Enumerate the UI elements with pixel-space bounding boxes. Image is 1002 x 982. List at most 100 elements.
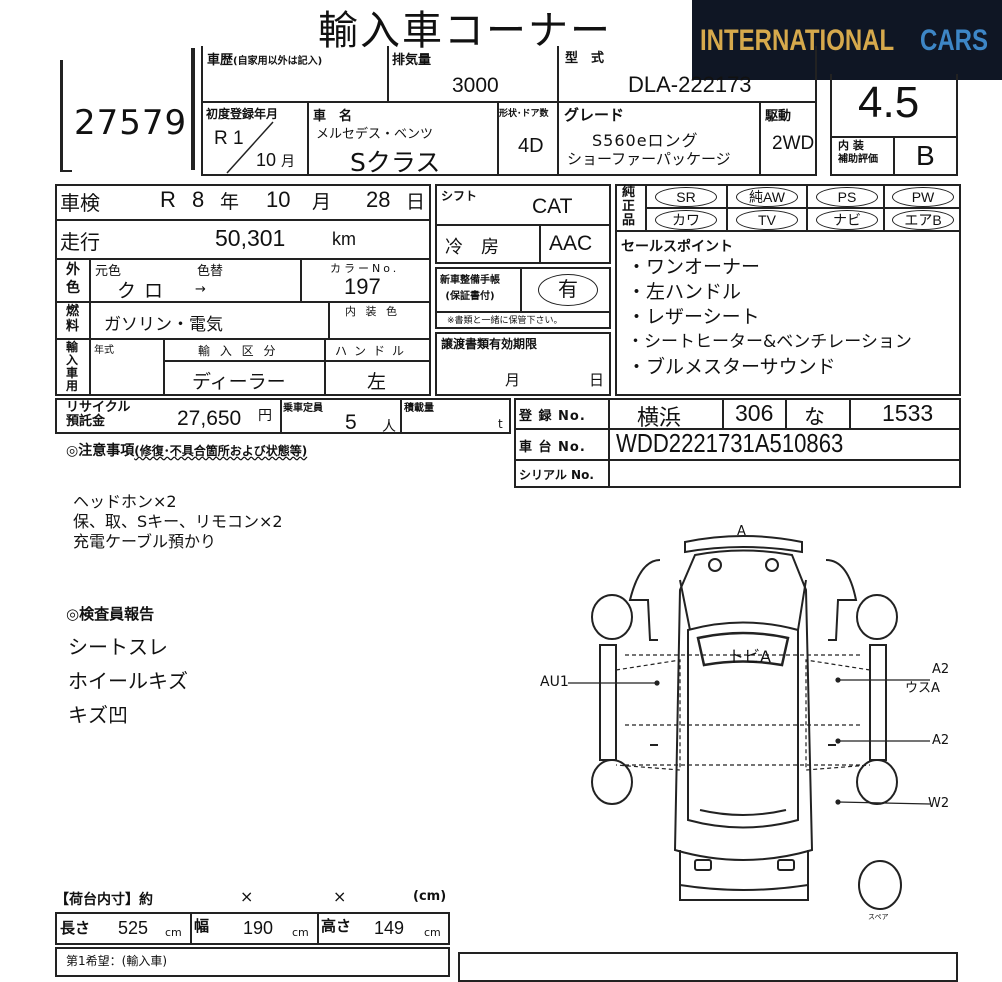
length-label: 長さ	[60, 919, 91, 937]
spare-wheel	[858, 860, 902, 910]
lot-number: 27579	[74, 103, 188, 143]
sales-points-label: セールスポイント	[621, 239, 733, 255]
serial-no-label: シリアル No.	[519, 468, 594, 482]
cargo-x1: ×	[240, 887, 254, 906]
month-unit: 月	[312, 192, 332, 213]
sales-point: ・ワンオーナー	[627, 256, 761, 278]
drive-label: 駆動	[765, 109, 792, 124]
reg-number: 1533	[882, 400, 934, 426]
inspector-report-label: ◎検査員報告	[66, 605, 155, 623]
fuel-side-2: 料	[66, 319, 80, 334]
mileage-value: 50,301	[215, 225, 286, 251]
import-type: ディーラー	[192, 371, 286, 393]
equipment-option: PW	[892, 187, 954, 207]
reg-class: 306	[735, 400, 774, 426]
equipment-option: カワ	[655, 210, 717, 230]
height-label: 高さ	[321, 917, 352, 935]
recycle-label: リサイクル	[66, 400, 131, 415]
equipment-option: SR	[655, 187, 717, 207]
orig-color: クロ	[117, 280, 172, 302]
shift-value: CAT	[532, 195, 573, 218]
chassis-no: WDD2221731A510863	[616, 428, 844, 458]
color-side-1: 外	[66, 262, 80, 278]
year-unit: 年	[220, 192, 240, 213]
color-side-2: 色	[66, 280, 80, 296]
mileage-label: 走行	[60, 230, 100, 254]
mark-right-1b: ウスA	[905, 681, 940, 696]
service-book-note: ※書類と一緒に保管下さい。	[447, 316, 563, 326]
mark-right-2: A2	[932, 733, 950, 748]
ac-label: 冷 房	[445, 237, 499, 258]
seats-label: 乗車定員	[283, 403, 323, 414]
length-unit: cm	[165, 926, 182, 939]
front-right-wheel	[856, 594, 898, 640]
displacement-label: 排気量	[392, 53, 432, 68]
equipment-option: ナビ	[816, 210, 878, 230]
chassis-no-label: 車 台 No.	[519, 440, 586, 455]
service-book-label: 新車整備手帳	[440, 275, 500, 286]
recycle-table	[55, 398, 511, 434]
overall-score: 4.5	[858, 78, 920, 127]
equipment-option: エアB	[892, 210, 954, 230]
grade-line-2: ショーファーパッケージ	[567, 150, 731, 168]
equipment-option: 純AW	[736, 187, 798, 207]
model-year-label: 年式	[94, 345, 114, 356]
color-change-label: 色替	[197, 264, 224, 279]
import-side-label: 輸入車用	[66, 340, 79, 393]
logo-word-international: INTERNATIONAL	[700, 24, 895, 57]
mark-top: A	[737, 524, 746, 539]
grade-label: グレード	[564, 106, 625, 124]
notes-label: ◎注意事項	[66, 443, 135, 459]
inspector-item: シートスレ	[68, 635, 168, 659]
inspection-table	[55, 184, 431, 396]
load-label: 積載量	[404, 403, 434, 414]
reg-kana: な	[804, 405, 825, 429]
interior-color-label: 内 装 色	[345, 305, 400, 318]
first-reg-label: 初度登録年月	[206, 107, 279, 121]
handle-label: ハンドル	[335, 344, 412, 358]
recycle-value: 27,650	[177, 407, 242, 430]
cargo-label: 【荷台内寸】約	[55, 892, 153, 908]
notes-lines: ヘッドホン×2 保、取、Sキー、リモコン×2 充電ケーブル預かり	[73, 492, 283, 552]
first-reg-month-unit: 月	[281, 153, 296, 169]
service-book-sub-label: (保証書付)	[445, 291, 495, 302]
sales-point: ・左ハンドル	[627, 281, 742, 303]
transfer-docs-table	[435, 332, 611, 396]
color-change: →	[195, 282, 206, 297]
inspection-era: R	[160, 187, 176, 212]
interior-sub-label: 補助評価	[838, 154, 878, 165]
fuel-value: ガソリン・電気	[104, 315, 223, 335]
orig-color-label: 元色	[95, 264, 122, 279]
cargo-x2: ×	[333, 887, 347, 906]
body-value: 4D	[518, 135, 544, 157]
rear-left-wheel	[591, 759, 633, 805]
inspector-items: シートスレ ホイールキズ キズ凹	[68, 630, 188, 732]
car-name-value: Sクラス	[350, 148, 441, 177]
inspector-item: キズ凹	[68, 703, 128, 727]
import-type-label: 輸 入 区 分	[198, 344, 279, 358]
car-maker: メルセデス・ベンツ	[316, 127, 434, 142]
day-unit: 日	[406, 192, 426, 213]
car-name-label: 車 名	[313, 109, 353, 124]
note-line: 保、取、Sキー、リモコン×2	[73, 512, 283, 531]
mark-right-3: W2	[928, 796, 950, 811]
rear-right-wheel	[856, 759, 898, 805]
seats-value: 5	[345, 411, 357, 434]
mileage-unit: km	[332, 229, 356, 249]
color-no: 197	[344, 274, 381, 299]
inspection-year: 8	[192, 187, 205, 212]
ac-value: AAC	[549, 232, 593, 255]
bottom-right-box	[458, 952, 958, 982]
sales-points-list: ・ワンオーナー ・左ハンドル ・レザーシート ・シートヒーター&ベンチレーション…	[627, 255, 912, 380]
service-book-table	[435, 267, 611, 329]
sheet-title: 輸入車コーナー	[318, 8, 612, 54]
service-book-value: 有	[538, 274, 598, 306]
equipment-option: PS	[816, 187, 878, 207]
equipment-option: TV	[736, 210, 798, 230]
shift-label: シフト	[441, 189, 478, 203]
sales-points-box	[615, 232, 961, 396]
fuel-side-1: 燃	[66, 304, 80, 319]
inspection-month: 10	[266, 187, 291, 212]
sales-point: ・ブルメスターサウンド	[627, 356, 836, 378]
car-body-outline	[599, 535, 887, 901]
